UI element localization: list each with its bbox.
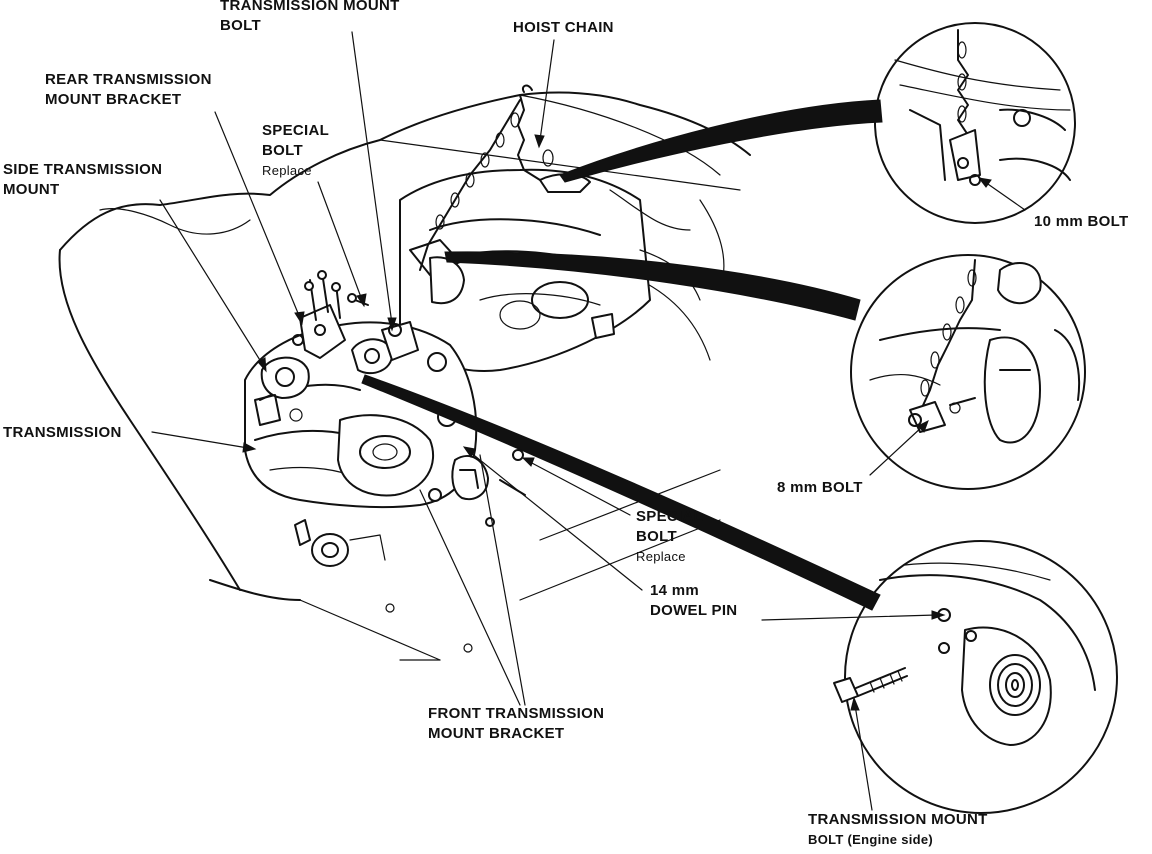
label-line: BOLT (Engine side) (808, 832, 934, 847)
label-line: BOLT (636, 528, 677, 545)
side-transmission-mount (254, 356, 310, 426)
label-line: MOUNT BRACKET (428, 725, 565, 742)
transmission-mount-bolt-top-label: TRANSMISSION MOUNT BOLT (220, 0, 400, 36)
label-line: FRONT TRANSMISSION (428, 705, 605, 722)
engine-block (399, 168, 701, 372)
engine-bay-outline (58, 91, 751, 661)
label-line: BOLT (262, 142, 303, 159)
label-line: MOUNT (3, 181, 60, 198)
rear-mount-bracket (292, 270, 419, 361)
label-line: REAR TRANSMISSION (45, 71, 212, 88)
label-line: BOLT (220, 17, 261, 34)
8mm-bolt-label: 8 mm BOLT (777, 478, 863, 498)
label-line: HOIST CHAIN (513, 19, 614, 36)
hoist-chain-label: HOIST CHAIN (513, 18, 614, 38)
label-line: 14 mm (650, 582, 700, 599)
label-line: MOUNT BRACKET (45, 91, 182, 108)
front-transmission-mount-bracket-label: FRONT TRANSMISSION MOUNT BRACKET (428, 704, 604, 744)
detail-circle-10mm-bolt (874, 22, 1076, 224)
transmission-label: TRANSMISSION (3, 423, 122, 443)
label-line: Replace (262, 163, 312, 178)
detail-circle-8mm-bolt (850, 254, 1086, 490)
side-transmission-mount-label: SIDE TRANSMISSION MOUNT (3, 160, 162, 200)
label-line: TRANSMISSION MOUNT (220, 0, 400, 14)
label-line: SPECIAL (636, 508, 704, 525)
10mm-bolt-label: 10 mm BOLT (1034, 212, 1128, 232)
dowel-pin-label: 14 mm DOWEL PIN (650, 581, 737, 621)
special-bolt-mid-label: SPECIAL BOLT Replace (636, 507, 703, 567)
hoist-chain (419, 84, 554, 271)
label-line: Replace (636, 549, 686, 564)
detail-connectors (361, 99, 883, 611)
leader-lines (151, 31, 1026, 811)
label-line: 10 mm BOLT (1034, 213, 1129, 230)
label-line: SIDE TRANSMISSION (3, 161, 163, 178)
detail-circle-mount-bolt (833, 540, 1118, 814)
label-line: 8 mm BOLT (777, 479, 863, 496)
label-line: TRANSMISSION MOUNT (808, 811, 988, 828)
label-line: TRANSMISSION (3, 424, 122, 441)
transmission-mount-bolt-engine-side-label: TRANSMISSION MOUNT BOLT (Engine side) (808, 810, 988, 850)
pulley-assembly (294, 519, 473, 653)
rear-transmission-mount-bracket-label: REAR TRANSMISSION MOUNT BRACKET (45, 70, 212, 110)
label-line: SPECIAL (262, 122, 330, 139)
label-line: DOWEL PIN (650, 602, 738, 619)
special-bolt-top-label: SPECIAL BOLT Replace (262, 121, 329, 181)
